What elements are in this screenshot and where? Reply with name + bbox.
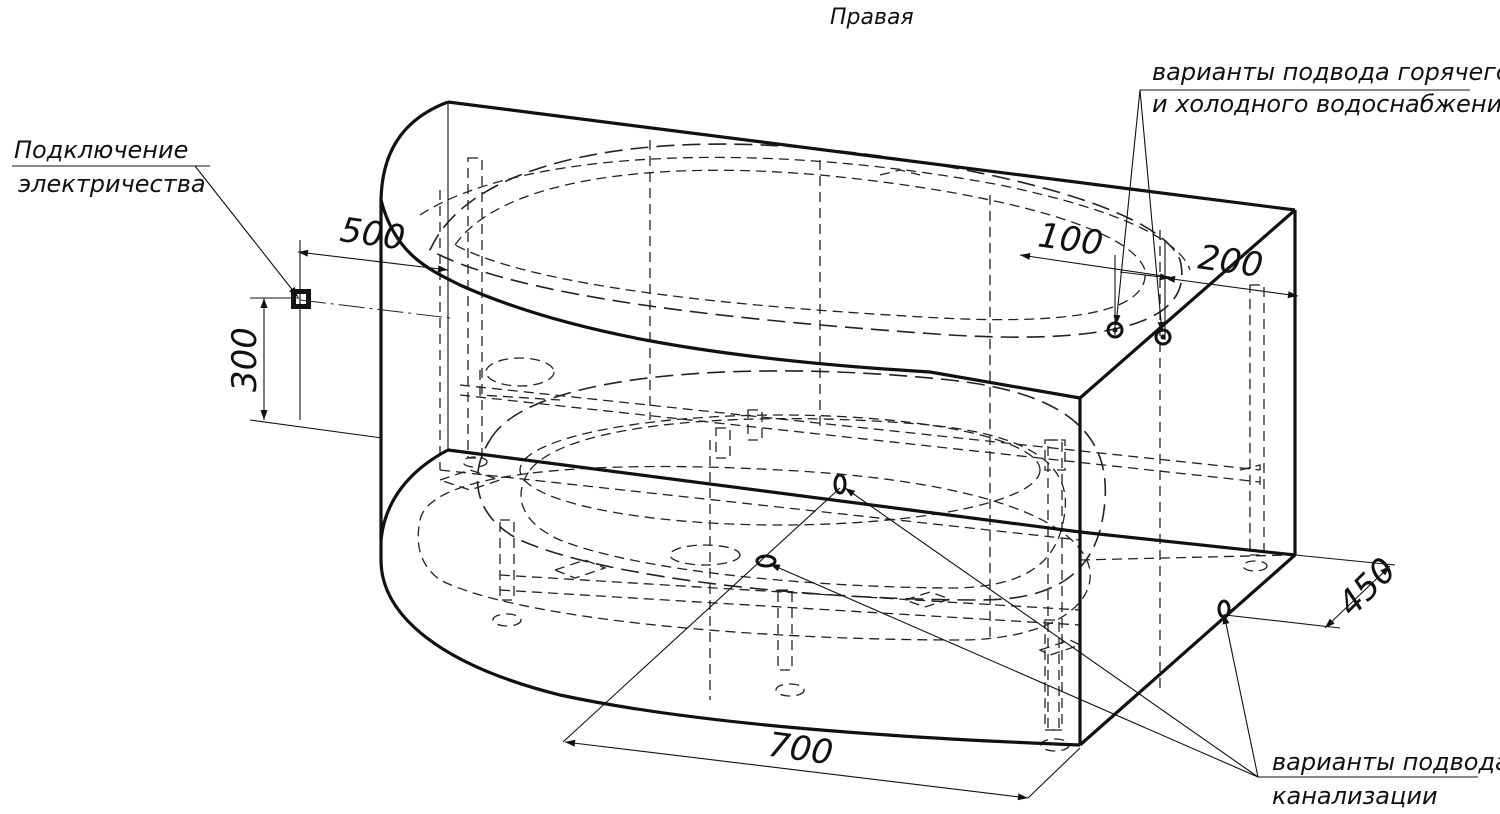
bathtub-outline	[379, 100, 1297, 747]
sewer-callout-line2: канализации	[1272, 782, 1438, 810]
hidden-geometry	[417, 140, 1291, 752]
dimension-500: 500	[338, 210, 408, 259]
electric-callout-line1: Подключение	[14, 136, 188, 164]
dimension-700: 700	[766, 725, 836, 774]
sewer-callout-line1: варианты подвода	[1272, 748, 1500, 776]
water-callout-line2: и холодного водоснабжения	[1152, 90, 1500, 118]
connection-points	[291, 289, 1231, 619]
drawing-title: Правая	[830, 5, 914, 30]
dimension-100: 100	[1036, 215, 1106, 264]
electric-callout-line2: электричества	[18, 170, 206, 198]
water-callout-line1: варианты подвода горячего	[1152, 58, 1500, 86]
dimension-lines	[12, 89, 1478, 801]
dimension-300: 300	[225, 327, 265, 392]
dimension-200: 200	[1196, 237, 1266, 286]
